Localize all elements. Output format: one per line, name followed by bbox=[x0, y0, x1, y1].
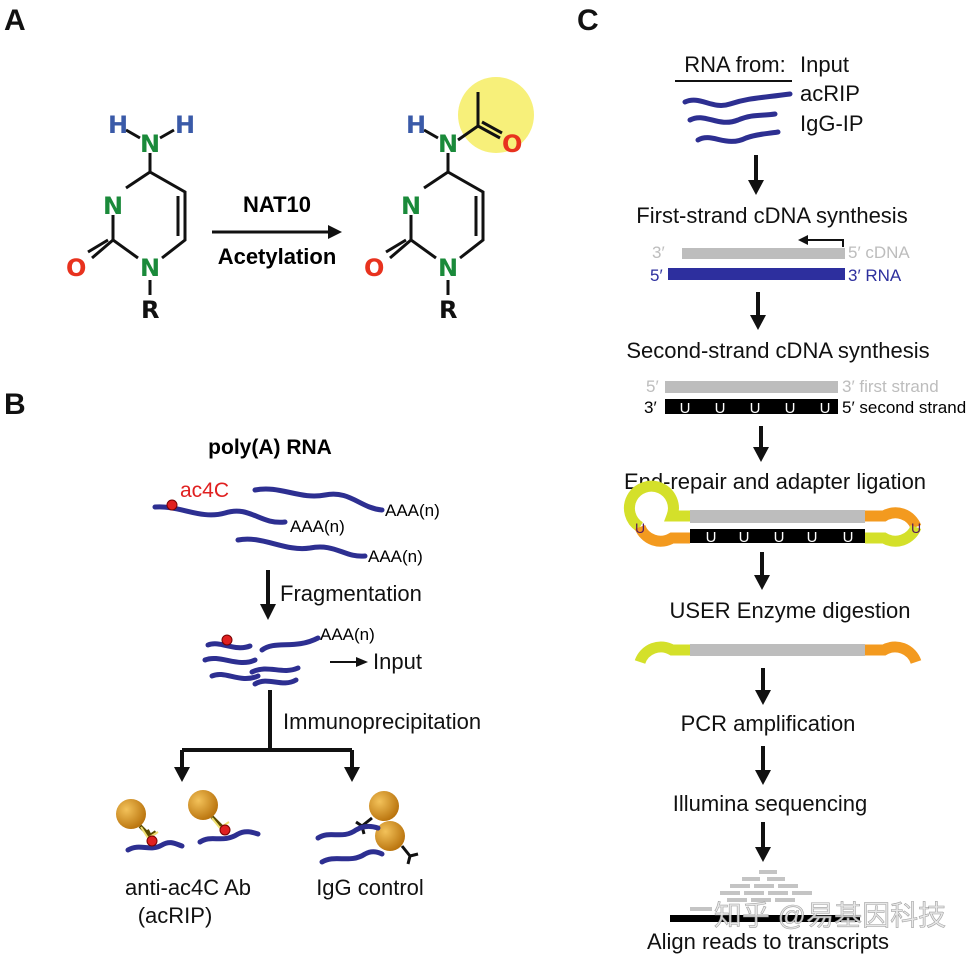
acrip-label: (acRIP) bbox=[138, 903, 213, 928]
arrowhead-icon bbox=[260, 604, 276, 620]
igg-beads bbox=[315, 791, 419, 865]
atom-o: O bbox=[66, 254, 86, 282]
atom-n: N bbox=[140, 254, 160, 282]
rna-strand bbox=[252, 486, 385, 513]
digested-fragment bbox=[634, 641, 922, 665]
polya-rna-title: poly(A) RNA bbox=[208, 436, 332, 459]
step-end-repair: End-repair and adapter ligation bbox=[624, 469, 926, 494]
svg-text:U: U bbox=[715, 400, 726, 417]
rna-strand-bar bbox=[668, 268, 845, 280]
atom-r: R bbox=[439, 296, 457, 324]
immunoprecipitation-label: Immunoprecipitation bbox=[283, 709, 481, 734]
rna-3-end: 3′ RNA bbox=[848, 266, 902, 285]
second-strand-bar bbox=[665, 399, 838, 414]
svg-text:U: U bbox=[785, 400, 796, 417]
svg-text:U: U bbox=[739, 529, 750, 546]
atom-h: H bbox=[406, 111, 426, 139]
sequencing-reads bbox=[690, 870, 812, 911]
enzyme-label: NAT10 bbox=[243, 192, 311, 217]
atom-n: N bbox=[140, 130, 160, 158]
svg-text:U: U bbox=[680, 400, 691, 417]
transcript-bar bbox=[670, 915, 860, 922]
watermark: 知乎 @易基因科技 bbox=[714, 900, 946, 931]
atom-n: N bbox=[103, 192, 123, 220]
arrowhead-icon bbox=[356, 657, 368, 667]
first-strand-bar bbox=[665, 381, 838, 393]
atom-h: H bbox=[108, 111, 128, 139]
acrip-beads bbox=[116, 790, 261, 853]
cdna-5-end: 5′ cDNA bbox=[848, 243, 910, 262]
source-acrip: acRIP bbox=[800, 81, 860, 106]
atom-o: O bbox=[502, 130, 522, 158]
ac4c-label: ac4C bbox=[180, 479, 229, 502]
step-user-enzyme: USER Enzyme digestion bbox=[670, 598, 911, 623]
panel-label-c: C bbox=[577, 4, 599, 37]
polya-tail: AAA(n) bbox=[320, 625, 375, 644]
rna-strand bbox=[152, 504, 288, 525]
arrowhead-icon bbox=[328, 225, 342, 239]
atom-n: N bbox=[438, 130, 458, 158]
source-igg-ip: IgG-IP bbox=[800, 111, 864, 136]
arrowhead-icon bbox=[798, 235, 808, 245]
panel-label-a: A bbox=[4, 4, 26, 37]
svg-text:U: U bbox=[750, 400, 761, 417]
second-strand-5-end: 5′ second strand bbox=[842, 398, 966, 417]
first-strand-3-end: 3′ first strand bbox=[842, 377, 939, 396]
rna-fragments bbox=[202, 634, 321, 687]
cdna-3-end: 3′ bbox=[652, 243, 665, 262]
step-arrows bbox=[748, 155, 771, 862]
step-pcr: PCR amplification bbox=[681, 711, 856, 736]
igg-control-label: IgG control bbox=[316, 875, 424, 900]
cdna-strand bbox=[682, 248, 845, 259]
atom-h: H bbox=[175, 111, 195, 139]
step-align: Align reads to transcripts bbox=[647, 929, 889, 954]
ip-branch bbox=[180, 690, 354, 770]
step-second-strand: Second-strand cDNA synthesis bbox=[626, 338, 929, 363]
acetyl-highlight bbox=[458, 77, 534, 153]
svg-text:U: U bbox=[774, 529, 785, 546]
svg-text:U: U bbox=[807, 529, 818, 546]
rna-strand bbox=[235, 536, 368, 559]
step-sequencing: Illumina sequencing bbox=[673, 791, 867, 816]
svg-text:U: U bbox=[820, 400, 831, 417]
atom-r: R bbox=[141, 296, 159, 324]
polya-tail: AAA(n) bbox=[290, 517, 345, 536]
rna-from-label: RNA from: bbox=[684, 52, 785, 77]
atom-o: O bbox=[364, 254, 384, 282]
polya-tail: AAA(n) bbox=[385, 501, 440, 520]
first-strand-5-end: 5′ bbox=[646, 377, 659, 396]
reaction-label: Acetylation bbox=[218, 244, 337, 269]
rna-5-end: 5′ bbox=[650, 266, 663, 285]
svg-text:U: U bbox=[843, 529, 854, 546]
panel-label-b: B bbox=[4, 388, 26, 421]
svg-text:U: U bbox=[635, 520, 645, 536]
cytidine-structure: H N H N O N R bbox=[66, 111, 195, 324]
fragmentation-label: Fragmentation bbox=[280, 581, 422, 606]
ac4c-structure: H N O N O N R bbox=[364, 77, 534, 324]
polya-tail: AAA(n) bbox=[368, 547, 423, 566]
atom-n: N bbox=[401, 192, 421, 220]
svg-text:U: U bbox=[706, 529, 717, 546]
second-strand-3-end: 3′ bbox=[644, 398, 657, 417]
atom-n: N bbox=[438, 254, 458, 282]
input-label: Input bbox=[373, 649, 422, 674]
svg-text:U: U bbox=[911, 520, 921, 536]
rna-input-strands bbox=[682, 91, 793, 144]
step-first-strand: First-strand cDNA synthesis bbox=[636, 203, 907, 228]
ac4c-mark bbox=[166, 499, 178, 511]
arrowhead-icon bbox=[174, 767, 360, 782]
anti-ac4c-ab-label: anti-ac4C Ab bbox=[125, 875, 251, 900]
source-input: Input bbox=[800, 52, 849, 77]
